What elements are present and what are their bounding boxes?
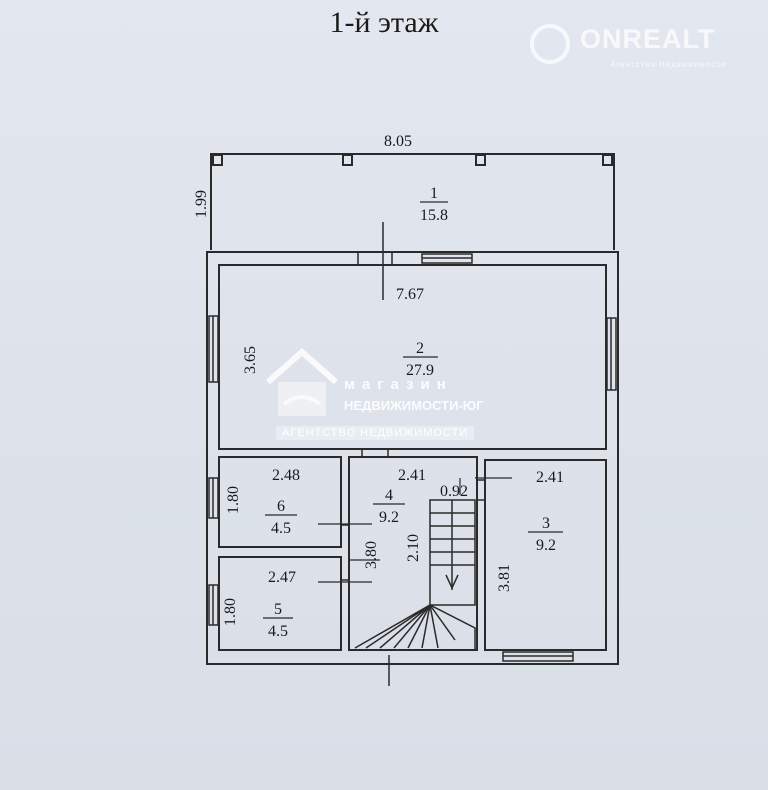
- room-2-area: 27.9: [406, 362, 434, 379]
- window: [421, 253, 473, 264]
- window: [208, 315, 219, 383]
- room-5-number: 5: [274, 601, 282, 618]
- dim-hall-width: 7.67: [396, 286, 424, 303]
- dim-room6-depth: 1.80: [225, 486, 242, 514]
- terrace-post: [212, 154, 223, 166]
- room-2-number: 2: [416, 340, 424, 357]
- terrace-post: [342, 154, 353, 166]
- corridor-room-4: [348, 456, 478, 651]
- plan-title: 1-й этаж: [329, 6, 439, 39]
- watermark-brand: ONREALT: [580, 24, 716, 54]
- room-6-area: 4.5: [271, 520, 291, 537]
- window: [606, 317, 617, 391]
- room-4-area: 9.2: [379, 509, 399, 526]
- dim-room3-width: 2.41: [536, 469, 564, 486]
- room-3-area: 9.2: [536, 537, 556, 554]
- dim-stair-depth: 2.10: [405, 534, 422, 562]
- room-4-number: 4: [385, 487, 393, 504]
- dim-room5-width: 2.47: [268, 569, 296, 586]
- terrace-outline: [210, 153, 615, 250]
- dim-corridor-width: 2.41: [398, 467, 426, 484]
- window: [208, 477, 219, 519]
- room-5-area: 4.5: [268, 623, 288, 640]
- dim-room6-width: 2.48: [272, 467, 300, 484]
- hall-room-2: [218, 264, 607, 450]
- window: [208, 584, 219, 626]
- room-1-number: 1: [430, 185, 438, 202]
- house-logo-icon: [266, 347, 338, 416]
- room-3-number: 3: [542, 515, 550, 532]
- watermark-line-3: АГЕНТСТВО НЕДВИЖИМОСТИ: [276, 426, 475, 440]
- onrealt-logo-icon: [530, 24, 570, 64]
- watermark-line-1: магазин: [344, 376, 453, 393]
- dim-terrace-width: 8.05: [384, 133, 412, 150]
- terrace-post: [602, 154, 613, 166]
- room-3: [484, 459, 607, 651]
- dim-stair-step: 0.92: [440, 483, 468, 500]
- room-5: [218, 556, 342, 651]
- watermark-tagline: Агентство Недвижимости: [610, 60, 727, 69]
- dim-terrace-depth: 1.99: [193, 190, 210, 218]
- staircase: [354, 499, 476, 650]
- room-1-area: 15.8: [420, 207, 448, 224]
- watermark-line-2: НЕДВИЖИМОСТИ-ЮГ: [344, 398, 484, 413]
- room-6-number: 6: [277, 498, 285, 515]
- onrealt-watermark: ONREALT Агентство Недвижимости: [530, 22, 760, 72]
- house-outer-wall: [206, 251, 619, 665]
- room-6: [218, 456, 342, 548]
- window: [502, 651, 574, 662]
- dim-corridor-depth: 3.80: [363, 541, 380, 569]
- dim-room5-depth: 1.80: [222, 598, 239, 626]
- terrace-post: [475, 154, 486, 166]
- dim-room3-depth: 3.81: [496, 564, 513, 592]
- dim-hall-depth: 3.65: [242, 346, 259, 374]
- agency-watermark: магазин НЕДВИЖИМОСТИ-ЮГ АГЕНТСТВО НЕДВИЖ…: [262, 346, 502, 446]
